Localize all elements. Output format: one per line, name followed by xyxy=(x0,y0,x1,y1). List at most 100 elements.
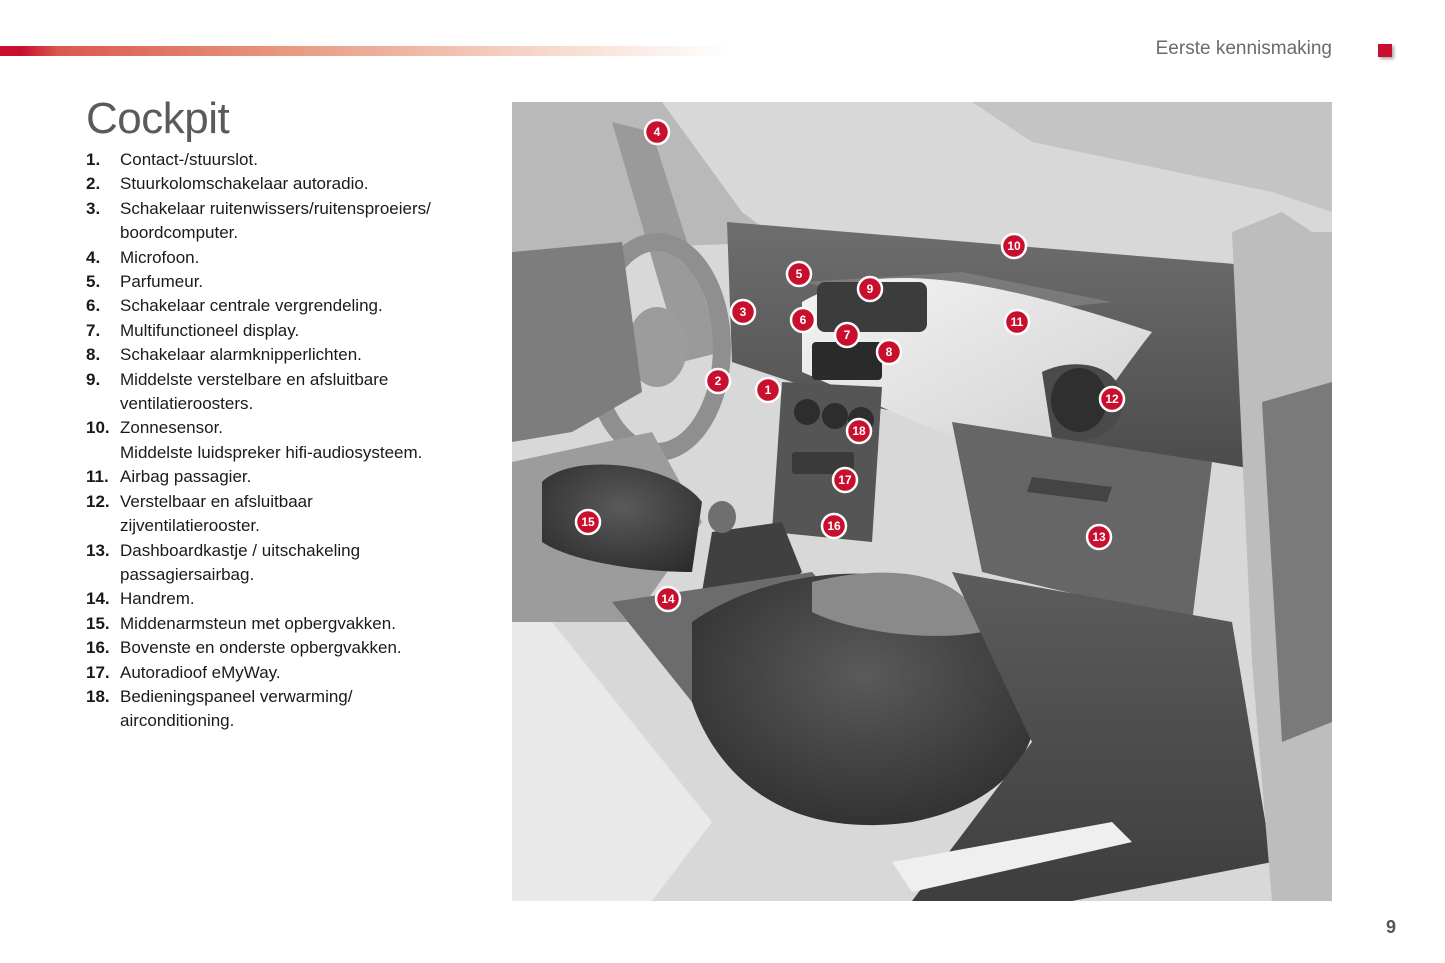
legend-text: Middenarmsteun met opbergvakken. xyxy=(120,612,486,636)
legend-item: 14. Handrem. xyxy=(86,587,486,611)
legend-number: 14. xyxy=(86,589,110,609)
legend-text: Airbag passagier. xyxy=(120,465,486,489)
svg-text:12: 12 xyxy=(1105,392,1119,406)
legend-text: Dashboardkastje / uitschakeling passagier… xyxy=(120,539,486,588)
legend-item: 10.Zonnesensor.Middelste luidspreker hif… xyxy=(86,416,486,465)
svg-text:8: 8 xyxy=(886,345,893,359)
steering-wheel-hub xyxy=(627,307,687,387)
multifunction-display xyxy=(812,342,882,380)
legend-line: Parfumeur. xyxy=(120,272,204,292)
svg-text:5: 5 xyxy=(796,267,803,281)
glovebox-handle xyxy=(1027,477,1112,502)
legend-item: 6. Schakelaar centrale vergrendeling. xyxy=(86,294,486,318)
legend-line: Autoradioof eMyWay. xyxy=(120,662,281,682)
legend-line: Dashboardkastje / uitschakeling xyxy=(120,540,361,560)
hvac-knob-middle xyxy=(822,403,848,429)
legend-line: Schakelaar alarmknipperlichten. xyxy=(120,345,362,365)
callout-17: 17 xyxy=(831,466,859,494)
callout-layer: 1 2 3 4 5 6 7 8 9 10 11 12 13 14 15 16 1… xyxy=(574,118,1126,613)
legend-line: boordcomputer. xyxy=(120,223,239,243)
legend-line: zijventilatierooster. xyxy=(120,516,260,536)
legend-line: Middelste verstelbare en afsluitbare xyxy=(120,369,389,389)
passenger-seat-highlight xyxy=(812,572,982,636)
door-sill-left xyxy=(512,622,712,901)
driver-seat-cushion xyxy=(542,464,702,572)
legend-line: ventilatieroosters. xyxy=(120,394,254,414)
passenger-door-panel xyxy=(1262,382,1332,742)
svg-text:14: 14 xyxy=(661,592,675,606)
hvac-knob-left xyxy=(794,399,820,425)
legend-text: Stuurkolomschakelaar autoradio. xyxy=(120,172,486,196)
legend-item: 5. Parfumeur. xyxy=(86,270,486,294)
legend-number: 1. xyxy=(86,150,101,169)
svg-text:10: 10 xyxy=(1007,239,1021,253)
callout-3: 3 xyxy=(729,298,757,326)
legend-text: Schakelaar alarmknipperlichten. xyxy=(120,343,486,367)
legend-number: 15. xyxy=(86,613,110,633)
section-marker-icon xyxy=(1378,44,1392,57)
callout-7: 7 xyxy=(833,321,861,349)
callout-2: 2 xyxy=(704,367,732,395)
svg-text:16: 16 xyxy=(827,519,841,533)
legend-line: Stuurkolomschakelaar autoradio. xyxy=(120,174,369,194)
legend-text: Bovenste en onderste opbergvakken. xyxy=(120,636,486,660)
svg-text:7: 7 xyxy=(844,328,851,342)
legend-item: 8. Schakelaar alarmknipperlichten. xyxy=(86,343,486,367)
legend-text: Bedieningspaneel verwarming/aircondition… xyxy=(120,685,486,734)
legend-line: Middelste luidspreker hifi-audiosysteem. xyxy=(120,442,423,462)
legend-text: Contact-/stuurslot. xyxy=(120,148,486,172)
legend-number: 13. xyxy=(86,540,110,560)
legend-line: Zonnesensor. xyxy=(120,418,224,438)
legend-text: Schakelaar centrale vergrendeling. xyxy=(120,294,486,318)
legend-line: Bedieningspaneel verwarming/ xyxy=(120,686,353,706)
callout-6: 6 xyxy=(789,306,817,334)
cockpit-illustration: 1 2 3 4 5 6 7 8 9 10 11 12 13 14 15 16 1… xyxy=(512,102,1332,901)
passenger-seat xyxy=(692,573,1037,826)
legend-number: 5. xyxy=(86,272,101,292)
legend-item: 15. Middenarmsteun met opbergvakken. xyxy=(86,612,486,636)
header-accent-bar xyxy=(0,46,730,56)
svg-text:3: 3 xyxy=(740,305,747,319)
legend-text: Parfumeur. xyxy=(120,270,486,294)
legend-line: Contact-/stuurslot. xyxy=(120,150,258,169)
callout-11: 11 xyxy=(1003,308,1031,336)
roof-lining xyxy=(512,102,1332,212)
legend-line: Schakelaar ruitenwissers/ruitensproeiers… xyxy=(120,198,431,218)
driver-door-panel xyxy=(512,242,642,442)
legend-item: 2.Stuurkolomschakelaar autoradio. xyxy=(86,172,486,196)
legend-number: 8. xyxy=(86,345,101,365)
svg-text:9: 9 xyxy=(867,282,874,296)
cockpit-drawing xyxy=(512,102,1332,901)
callout-1: 1 xyxy=(754,376,782,404)
legend-text: Zonnesensor. Middelste luidspreker hifi-a… xyxy=(120,416,486,465)
legend-text: Multifunctioneel display. xyxy=(120,319,486,343)
legend-number: 4. xyxy=(86,247,101,267)
side-vent-grille xyxy=(1051,368,1107,432)
legend-number: 6. xyxy=(86,296,101,316)
legend-text: Autoradioof eMyWay. xyxy=(120,661,486,685)
svg-text:1: 1 xyxy=(765,383,772,397)
legend-line: Microfoon. xyxy=(120,247,200,267)
legend-number: 16. xyxy=(86,638,110,658)
legend-line: Schakelaar centrale vergrendeling. xyxy=(120,296,383,316)
callout-5: 5 xyxy=(785,260,813,288)
legend-item: 7.Multifunctioneel display. xyxy=(86,319,486,343)
legend-item: 16. Bovenste en onderste opbergvakken. xyxy=(86,636,486,660)
legend-line: passagiersairbag. xyxy=(120,564,255,584)
legend-text: Schakelaar ruitenwissers/ruitensproeiers… xyxy=(120,197,486,246)
legend-item: 17.Autoradioof eMyWay. xyxy=(86,661,486,685)
legend-text: Middelste verstelbare en afsluitbare vent… xyxy=(120,368,486,417)
callout-14: 14 xyxy=(654,585,682,613)
legend-item: 13. Dashboardkastje / uitschakeling passag… xyxy=(86,539,486,588)
svg-text:2: 2 xyxy=(715,374,722,388)
legend-line: airconditioning. xyxy=(120,711,235,731)
legend-item: 4. Microfoon. xyxy=(86,246,486,270)
glovebox xyxy=(952,422,1212,622)
passenger-floor xyxy=(912,572,1272,901)
legend-item: 11.Airbag passagier. xyxy=(86,465,486,489)
section-title: Eerste kennismaking xyxy=(1155,38,1332,59)
legend-text: Microfoon. xyxy=(120,246,486,270)
legend-number: 9. xyxy=(86,369,101,389)
legend-text: Handrem. xyxy=(120,587,486,611)
